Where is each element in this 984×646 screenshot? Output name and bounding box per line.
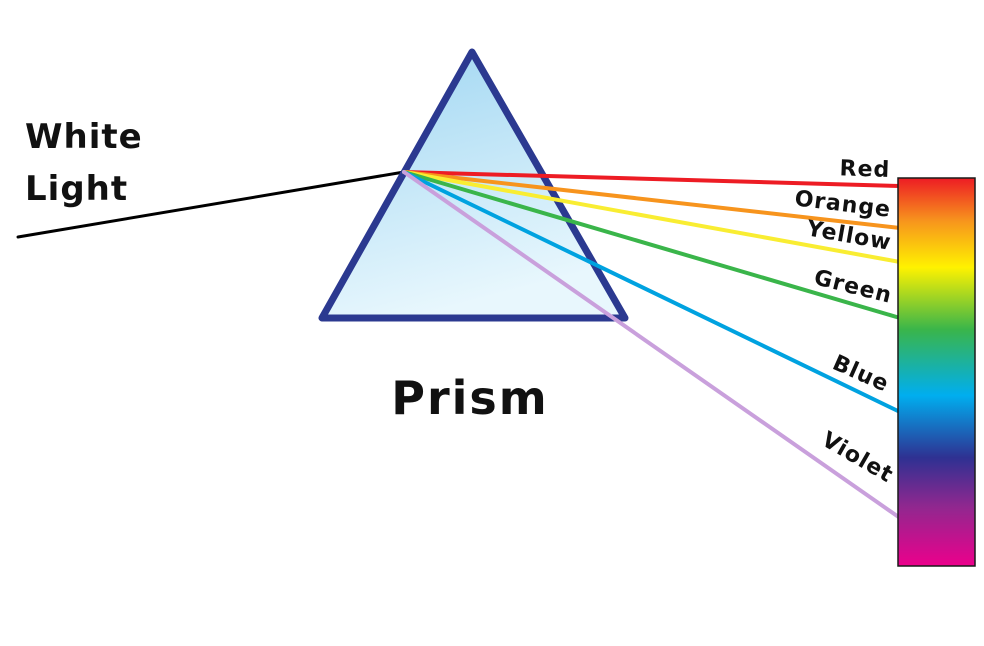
ray-label-violet: Violet	[817, 427, 897, 488]
violet-ray	[402, 170, 902, 520]
yellow-ray	[402, 170, 902, 264]
ray-label-red: Red	[839, 156, 890, 183]
spectrum-bar	[897, 177, 976, 567]
orange-ray	[402, 170, 902, 230]
blue-ray	[402, 170, 902, 414]
white-light-ray	[16, 170, 406, 239]
white-light-label-line1: White	[25, 117, 143, 157]
red-ray	[402, 170, 902, 188]
prism-label: Prism	[391, 371, 548, 425]
green-ray	[402, 170, 902, 320]
ray-label-blue: Blue	[829, 351, 893, 398]
white-light-label-line2: Light	[25, 169, 128, 209]
